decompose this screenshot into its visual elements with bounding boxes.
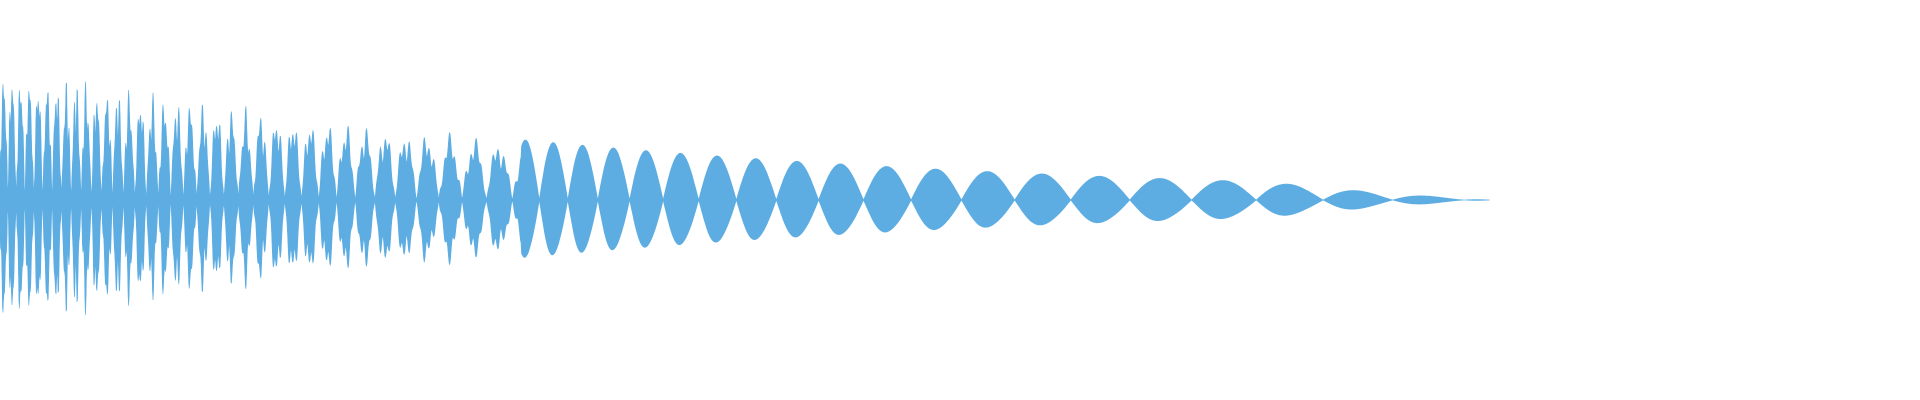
waveform-shape xyxy=(0,81,1490,316)
